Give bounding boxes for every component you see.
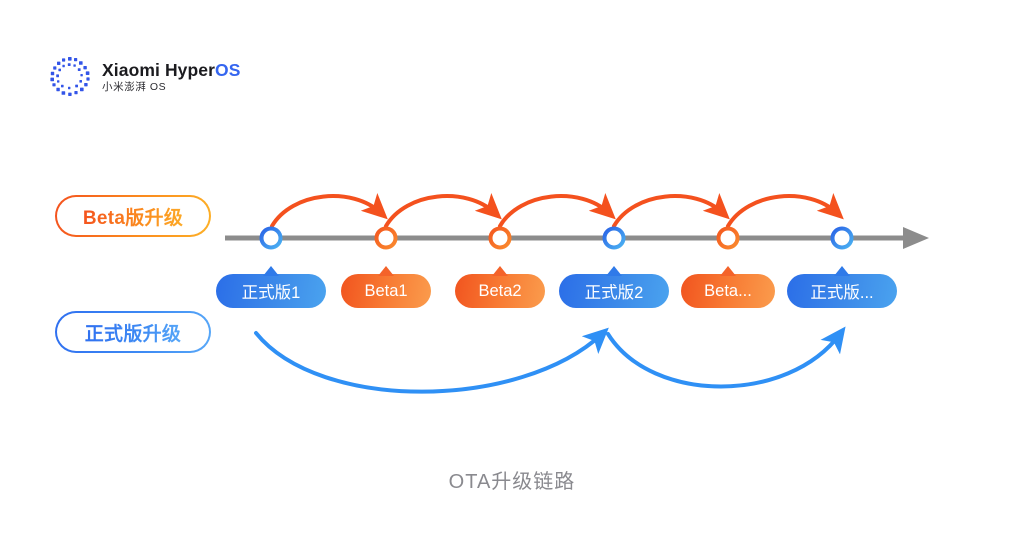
diagram-caption: OTA升级链路 (448, 471, 576, 493)
bubble-pointer (834, 266, 850, 276)
bubble-pointer (492, 266, 508, 276)
node-label-text: 正式版... (810, 284, 874, 302)
node-label-text: Beta2 (478, 281, 522, 300)
node-label-text: Beta... (704, 281, 752, 300)
bubble-pointer (378, 266, 394, 276)
timeline-node-n1 (259, 226, 283, 250)
bubble-pointer (263, 266, 279, 276)
node-label-n5[interactable]: Beta... (681, 266, 775, 308)
timeline-node-n6 (830, 226, 854, 250)
node-label-text: 正式版1 (241, 284, 301, 302)
legend-stable-label: 正式版升级 (85, 319, 182, 346)
node-label-n3[interactable]: Beta2 (455, 266, 545, 308)
timeline-node-n2 (374, 226, 398, 250)
stable-arrow-group (254, 326, 846, 394)
node-label-text: Beta1 (364, 281, 408, 300)
beta-arrow-n1-n2 (270, 192, 388, 228)
stable-arrow-n1-n4 (254, 327, 609, 394)
arrow-right-icon (903, 227, 929, 249)
timeline-axis (225, 227, 929, 249)
brand-title: Xiaomi HyperOS (102, 59, 241, 80)
legend-beta-label: Beta版升级 (83, 203, 183, 230)
timeline-node-group (259, 226, 854, 250)
brand-text: Xiaomi HyperOS 小米澎湃 OS (102, 59, 241, 93)
legend-beta-upgrade: Beta版升级 (55, 195, 211, 237)
node-label-n4[interactable]: 正式版2 (559, 266, 669, 308)
brand-logo: Xiaomi HyperOS 小米澎湃 OS (48, 55, 241, 99)
timeline-node-n4 (602, 226, 626, 250)
beta-arrow-n2-n3 (384, 192, 502, 228)
beta-arrow-group (270, 192, 844, 228)
beta-arrow-n5-n6 (726, 192, 844, 228)
bubble-pointer (720, 266, 736, 276)
legend-stable-upgrade: 正式版升级 (55, 311, 211, 353)
timeline-node-n5 (716, 226, 740, 250)
beta-arrow-n4-n5 (612, 192, 730, 228)
xiaomi-hyperos-dot-ring-logo-icon (50, 57, 90, 96)
brand-title-main: Xiaomi Hyper (102, 59, 216, 80)
node-label-n1[interactable]: 正式版1 (216, 266, 326, 308)
node-label-n6[interactable]: 正式版... (787, 266, 897, 308)
bubble-pointer (606, 266, 622, 276)
node-label-n2[interactable]: Beta1 (341, 266, 431, 308)
timeline-node-n3 (488, 226, 512, 250)
beta-arrow-n3-n4 (498, 192, 616, 228)
node-label-text: 正式版2 (584, 284, 644, 302)
stable-arrow-n4-n6 (606, 326, 846, 389)
brand-subtitle: 小米澎湃 OS (102, 81, 167, 93)
brand-title-accent: OS (215, 59, 241, 80)
